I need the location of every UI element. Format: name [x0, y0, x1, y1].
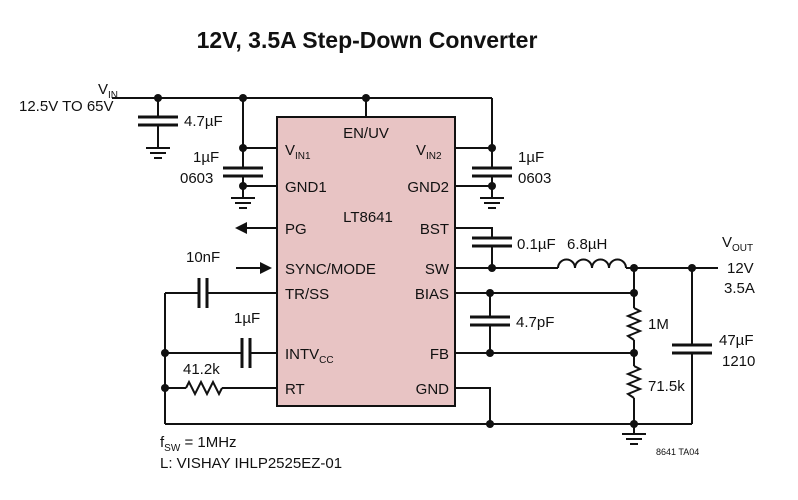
cbias-value: 4.7pF	[516, 314, 554, 331]
cin-bulk-capacitor	[138, 115, 178, 127]
rt-value: 41.2k	[183, 361, 220, 378]
cout-value: 47µF	[719, 332, 754, 349]
pin-trss-label: TR/SS	[285, 286, 329, 303]
pin-vin2-label: VIN2	[416, 142, 442, 162]
figure-id: 8641 TA04	[656, 447, 699, 457]
inductor-value: 6.8µH	[567, 236, 607, 253]
ground-symbol	[231, 197, 255, 209]
cin-bulk-value: 4.7µF	[184, 113, 223, 130]
css-value: 10nF	[186, 249, 220, 266]
fsw-note: fSW = 1MHz	[160, 434, 237, 454]
gnd-pin-wire	[455, 387, 491, 424]
pin-sync-label: SYNC/MODE	[285, 261, 376, 278]
ground-symbol	[622, 433, 646, 445]
cout-size: 1210	[722, 353, 755, 370]
ground-symbol	[146, 142, 170, 159]
pin-en-uv-label: EN/UV	[343, 125, 389, 142]
cbias-capacitor	[470, 315, 510, 327]
cout-capacitor	[672, 343, 712, 355]
pin-bst-label: BST	[420, 221, 449, 238]
cin2-value: 1µF	[518, 149, 544, 166]
pin-fb-label: FB	[430, 346, 449, 363]
pin-bias-label: BIAS	[415, 286, 449, 303]
cin1-size: 0603	[180, 170, 213, 187]
pin-gnd1-label: GND1	[285, 179, 327, 196]
cbst-capacitor	[472, 236, 512, 248]
pin-gnd-label: GND	[416, 381, 450, 398]
sync-arrow-icon	[260, 262, 272, 274]
pg-arrow-icon	[235, 222, 247, 234]
pin-sw-label: SW	[425, 261, 450, 278]
rt-resistor	[185, 379, 223, 397]
css-capacitor	[197, 278, 209, 308]
diagram-title: 12V, 3.5A Step-Down Converter	[197, 27, 538, 53]
vin-label: VIN	[98, 81, 118, 101]
bst-pin-wire	[455, 227, 493, 238]
cin2-size: 0603	[518, 170, 551, 187]
pin-gnd2-label: GND2	[407, 179, 449, 196]
cintvcc-capacitor	[240, 338, 252, 368]
r-top-resistor	[625, 307, 643, 341]
vout-label: VOUT	[722, 234, 753, 254]
vout-voltage: 12V	[727, 260, 754, 277]
pin-vin1-label: VIN1	[285, 142, 311, 162]
cbst-value: 0.1µF	[517, 236, 556, 253]
vout-current: 3.5A	[724, 280, 755, 297]
cintvcc-value: 1µF	[234, 310, 260, 327]
pin-intvcc-label: INTVCC	[285, 346, 334, 366]
chip-name: LT8641	[343, 209, 393, 226]
ground-symbol	[480, 197, 504, 209]
inductor	[557, 258, 627, 269]
junction-dots	[154, 94, 696, 428]
cin1-value: 1µF	[193, 149, 219, 166]
lt8641-chip	[276, 116, 456, 407]
r-bottom-value: 71.5k	[648, 378, 685, 395]
wires	[112, 97, 718, 434]
pin-rt-label: RT	[285, 381, 305, 398]
cin1-capacitor	[223, 166, 263, 178]
cin2-capacitor	[472, 166, 512, 178]
r-bottom-resistor	[625, 365, 643, 399]
inductor-part-note: L: VISHAY IHLP2525EZ-01	[160, 455, 342, 472]
r-top-value: 1M	[648, 316, 669, 333]
vin-range-label: 12.5V TO 65V	[19, 98, 114, 115]
pin-pg-label: PG	[285, 221, 307, 238]
